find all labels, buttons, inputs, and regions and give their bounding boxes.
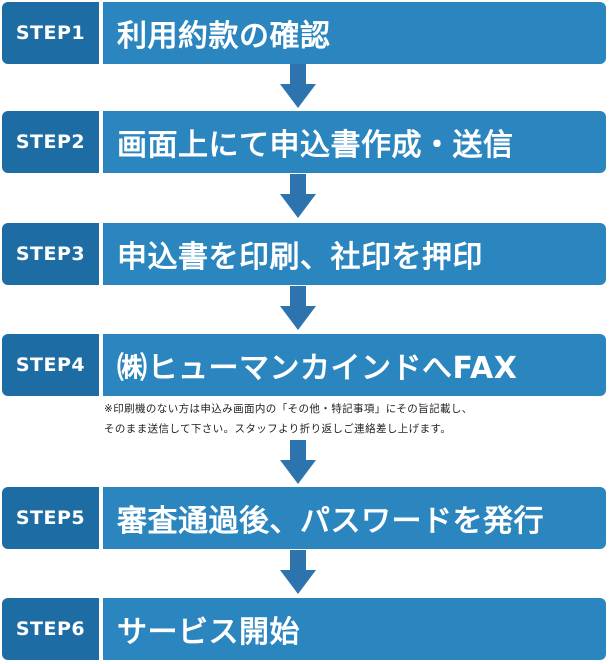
fax-note: ※印刷機のない方は申込み画面内の「その他・特記事項」にその旨記載し、 そのまま送… [104, 399, 604, 439]
divider [99, 487, 103, 549]
step-title: ㈱ヒューマンカインドへFAX [103, 334, 606, 396]
step-label: STEP5 [2, 487, 99, 549]
divider [99, 223, 103, 285]
divider [99, 111, 103, 173]
divider [99, 334, 103, 396]
step-2: STEP2 画面上にて申込書作成・送信 [2, 111, 606, 173]
note-line: そのまま送信して下さい。スタッフより折り返しご連絡差し上げます。 [104, 423, 452, 435]
step-title: 申込書を印刷、社印を押印 [103, 223, 606, 285]
step-3: STEP3 申込書を印刷、社印を押印 [2, 223, 606, 285]
step-title: 審査通過後、パスワードを発行 [103, 487, 606, 549]
down-arrow-icon [280, 550, 316, 594]
down-arrow-icon [280, 440, 316, 484]
step-label: STEP1 [2, 2, 99, 64]
step-5: STEP5 審査通過後、パスワードを発行 [2, 487, 606, 549]
step-title: サービス開始 [103, 598, 606, 660]
step-1: STEP1 利用約款の確認 [2, 2, 606, 64]
note-line: ※印刷機のない方は申込み画面内の「その他・特記事項」にその旨記載し、 [104, 403, 473, 415]
step-4: STEP4 ㈱ヒューマンカインドへFAX [2, 334, 606, 396]
divider [99, 2, 103, 64]
divider [99, 598, 103, 660]
down-arrow-icon [280, 286, 316, 330]
down-arrow-icon [280, 64, 316, 108]
step-label: STEP4 [2, 334, 99, 396]
step-label: STEP3 [2, 223, 99, 285]
down-arrow-icon [280, 174, 316, 218]
step-6: STEP6 サービス開始 [2, 598, 606, 660]
step-title: 画面上にて申込書作成・送信 [103, 111, 606, 173]
step-label: STEP2 [2, 111, 99, 173]
step-label: STEP6 [2, 598, 99, 660]
step-title: 利用約款の確認 [103, 2, 606, 64]
